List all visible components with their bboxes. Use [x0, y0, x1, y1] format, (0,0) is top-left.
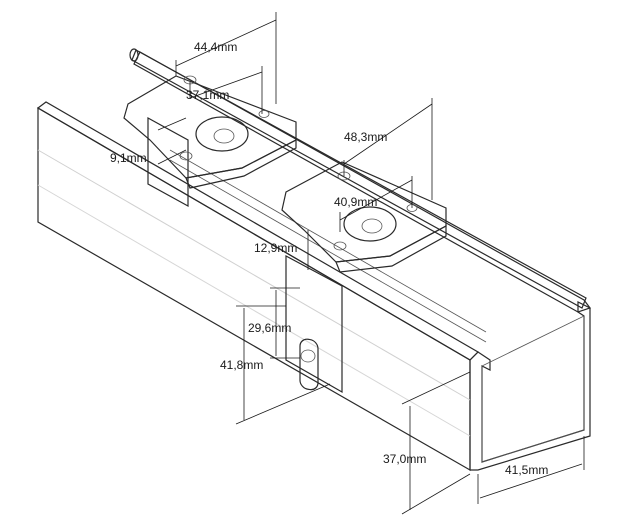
dim-label-41-5: 41,5mm [505, 463, 548, 477]
bracket-rear [123, 75, 297, 208]
dim-label-9-1: 9,1mm [110, 151, 147, 165]
dim-label-44-4: 44,4mm [194, 40, 237, 54]
channel-profile [36, 51, 591, 472]
dim-label-40-9: 40,9mm [334, 195, 377, 209]
dim-label-37-1: 37,1mm [186, 88, 229, 102]
dim-label-37-0: 37,0mm [383, 452, 426, 466]
dimension-lines [157, 12, 585, 515]
bracket-front [281, 161, 447, 394]
dim-label-29-6: 29,6mm [248, 321, 291, 335]
dim-label-48-3: 48,3mm [344, 130, 387, 144]
dim-label-41-8: 41,8mm [220, 358, 263, 372]
dim-label-12-9: 12,9mm [254, 241, 297, 255]
round-rod [129, 48, 587, 309]
